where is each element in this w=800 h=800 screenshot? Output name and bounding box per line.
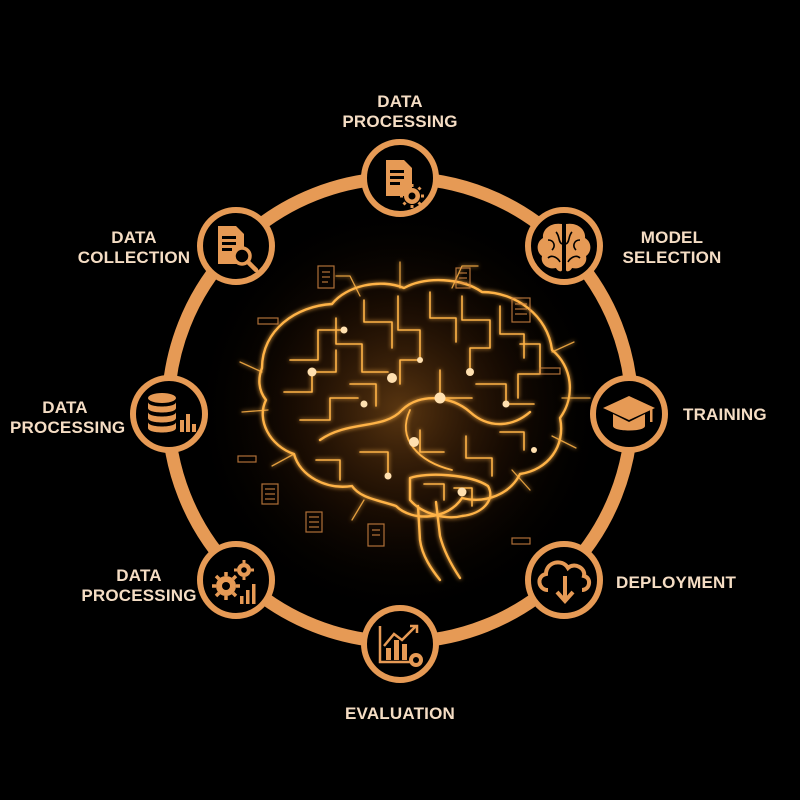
label-lower-left: DATA PROCESSING [74,566,204,606]
gears-chart-icon [212,560,256,604]
center-glow [190,200,610,620]
label-line: DEPLOYMENT [616,573,737,592]
node-lower-right[interactable] [525,541,603,619]
label-top: DATA PROCESSING [330,92,470,132]
cloud-download-icon [537,560,591,605]
label-upper-left: DATA COLLECTION [72,228,196,268]
lifecycle-nodes [130,139,668,683]
node-upper-right[interactable] [525,207,603,285]
label-line: EVALUATION [345,704,455,723]
node-top[interactable] [361,139,439,217]
node-upper-left[interactable] [197,207,275,285]
circuit-brain-icon [239,261,591,582]
node-bottom[interactable] [361,605,439,683]
label-line: DATA [116,566,162,585]
brain-glow-points [307,326,537,497]
label-line: TRAINING [683,405,767,424]
document-gear-icon [386,160,424,208]
label-left: DATA PROCESSING [10,398,126,438]
label-line: DATA [377,92,423,111]
chart-gear-icon [378,624,423,667]
label-line: DATA [111,228,157,247]
graduation-cap-icon [603,396,655,431]
document-search-icon [218,226,259,273]
node-right[interactable] [590,375,668,453]
label-line: MODEL [640,228,704,247]
label-right: TRAINING [683,405,783,425]
label-line: PROCESSING [81,586,197,605]
label-line: COLLECTION [77,248,191,267]
node-left[interactable] [130,375,208,453]
label-lower-right: DEPLOYMENT [616,573,746,593]
label-upper-right: MODEL SELECTION [617,228,727,268]
label-line: SELECTION [622,248,722,267]
label-line: PROCESSING [342,112,458,131]
brain-icon [537,223,591,272]
floating-data-icons [237,265,561,547]
database-chart-icon [148,393,196,433]
label-line: DATA [42,398,88,417]
label-bottom: EVALUATION [330,704,470,724]
node-lower-left[interactable] [197,541,275,619]
label-line: PROCESSING [10,418,126,437]
